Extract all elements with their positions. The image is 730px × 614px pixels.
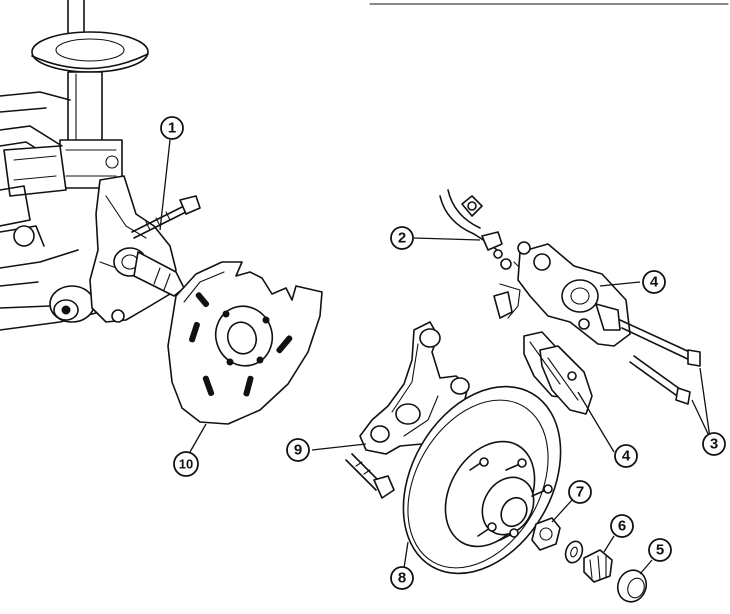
callout-label: 2: [398, 230, 406, 247]
callout-7: 7: [568, 480, 592, 504]
caliper-bolts-part-3: [619, 319, 701, 405]
callout-label: 9: [294, 442, 302, 459]
callout-10: 10: [173, 451, 199, 477]
callout-label: 4: [650, 274, 659, 291]
brake-hose-part-2: [439, 189, 523, 271]
leader-lines: [159, 139, 711, 575]
callout-label: 8: [398, 570, 406, 587]
callout-8: 8: [390, 566, 414, 590]
mounting-bolt-part-1: [131, 195, 201, 239]
brake-caliper-part-4: [493, 241, 631, 347]
callout-5: 5: [648, 538, 672, 562]
lock-cap-part-6: [583, 549, 613, 583]
callout-label: 3: [710, 436, 718, 453]
callout-label: 4: [622, 448, 631, 465]
subframe: [0, 91, 101, 331]
callout-label: 5: [656, 542, 664, 559]
steering-knuckle: [89, 175, 185, 323]
dust-shield-part-10: [167, 261, 323, 425]
callout-2: 2: [390, 226, 414, 250]
grease-cap-part-5: [616, 569, 648, 603]
brake-pads-part-4: [523, 331, 593, 415]
hub-nut-part-7: [531, 517, 561, 551]
brake-disc-part-8: [402, 385, 562, 575]
callout-label: 7: [576, 484, 584, 501]
callout-4-caliper: 4: [642, 270, 666, 294]
callout-3: 3: [702, 432, 726, 456]
callout-6: 6: [610, 514, 634, 538]
callout-label: 10: [179, 457, 193, 472]
callout-label: 1: [168, 120, 176, 137]
callout-9: 9: [286, 438, 310, 462]
callout-label: 6: [618, 518, 626, 535]
lower-arm-bushing: [49, 285, 95, 323]
callout-4-pads: 4: [614, 444, 638, 468]
bracket-bolt: [345, 453, 395, 499]
callout-1: 1: [160, 116, 184, 140]
washer: [564, 540, 584, 564]
